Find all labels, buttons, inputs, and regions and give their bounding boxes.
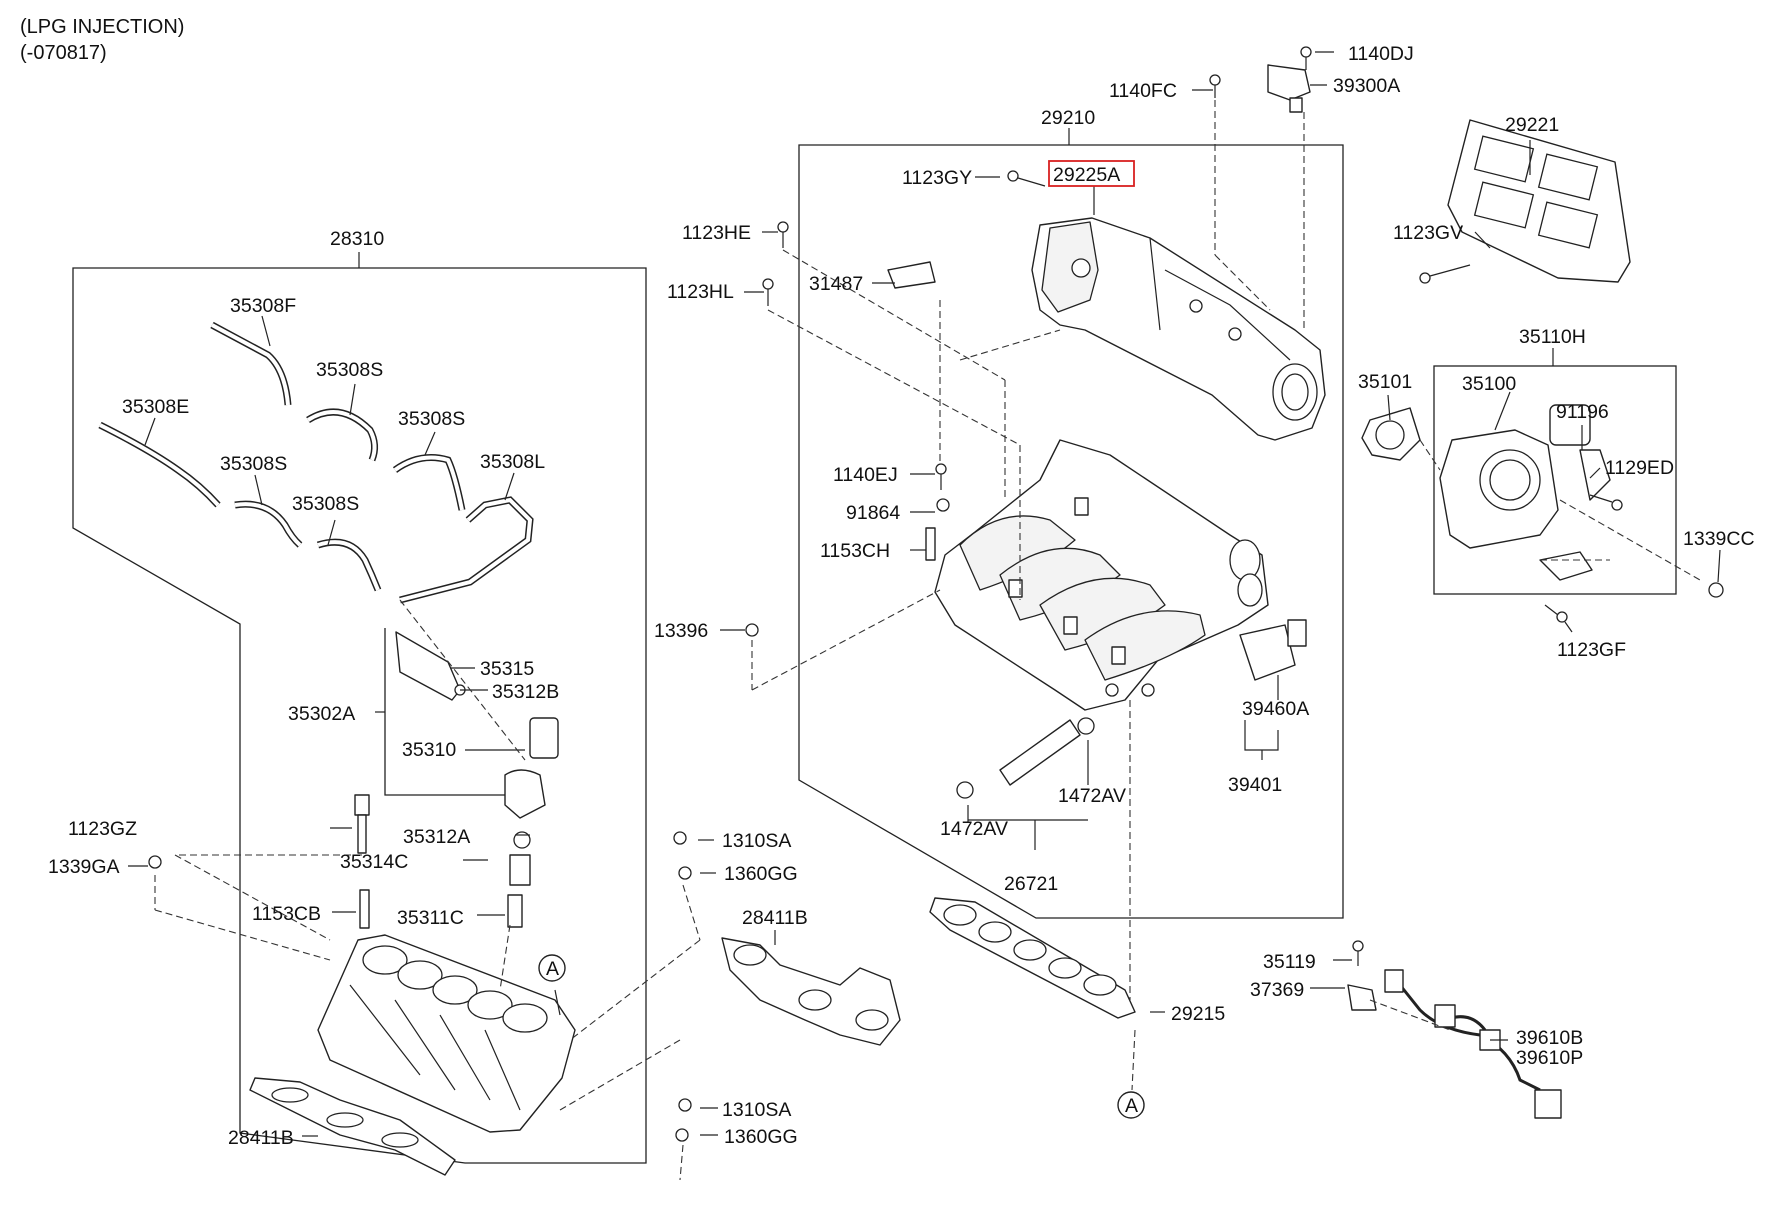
callout-39610b[interactable]: 39610B (1516, 1027, 1583, 1049)
callout-35308e[interactable]: 35308E (122, 396, 189, 418)
bracket-37369 (1347, 984, 1377, 1011)
callout-1140fc[interactable]: 1140FC (1109, 80, 1177, 102)
callout-29225a[interactable]: 29225A (1053, 164, 1120, 186)
gasket-35101 (1361, 407, 1421, 461)
callout-91864[interactable]: 91864 (846, 502, 900, 524)
intake-manifold (934, 439, 1269, 711)
callout-1310sa-lower[interactable]: 1310SA (722, 1099, 791, 1121)
callout-35101[interactable]: 35101 (1358, 371, 1412, 393)
group-box-35302a (375, 628, 522, 796)
callout-13396[interactable]: 13396 (654, 620, 708, 642)
group-box-35110h (1433, 348, 1677, 595)
callout-28411b-lower[interactable]: 28411B (228, 1127, 294, 1149)
callout-28310[interactable]: 28310 (330, 228, 384, 250)
callout-39300a[interactable]: 39300A (1333, 75, 1400, 97)
throttle-body (1439, 404, 1611, 581)
callout-labels: 1140DJ 1140FC 39300A 29210 29221 1123GY … (48, 43, 1755, 1149)
callout-1360gg-upper[interactable]: 1360GG (724, 863, 798, 885)
callout-1123hl[interactable]: 1123HL (667, 281, 734, 303)
group-box-29210 (798, 128, 1344, 919)
gasket-29221 (1447, 119, 1631, 283)
callout-35100[interactable]: 35100 (1462, 373, 1516, 395)
callout-37369[interactable]: 37369 (1250, 979, 1304, 1001)
ref-mark-a-left (538, 954, 566, 982)
callout-35308l[interactable]: 35308L (480, 451, 545, 473)
callout-1153ch[interactable]: 1153CH (820, 540, 890, 562)
group-box-28310 (72, 252, 647, 1164)
callout-29221[interactable]: 29221 (1505, 114, 1559, 136)
lower-manifold (317, 934, 576, 1133)
ref-mark-a-right (1117, 1091, 1145, 1119)
callout-1140dj[interactable]: 1140DJ (1348, 43, 1414, 65)
fuel-hoses (98, 321, 534, 604)
highlight-box-29225a (1048, 160, 1135, 187)
callout-1153cb[interactable]: 1153CB (252, 903, 321, 925)
callout-35312a[interactable]: 35312A (403, 826, 470, 848)
leader-lines (128, 51, 1721, 1181)
callout-35308s-2[interactable]: 35308S (398, 408, 465, 430)
ref-mark-a-left-label: A (546, 958, 559, 980)
callout-35312b[interactable]: 35312B (492, 681, 559, 703)
callout-1310sa-upper[interactable]: 1310SA (722, 830, 791, 852)
callout-39401[interactable]: 39401 (1228, 774, 1282, 796)
callout-39460a[interactable]: 39460A (1242, 698, 1309, 720)
callout-35308s-4[interactable]: 35308S (292, 493, 359, 515)
callout-1123gy[interactable]: 1123GY (902, 167, 972, 189)
callout-29210[interactable]: 29210 (1041, 107, 1095, 129)
callout-1129ed[interactable]: 1129ED (1605, 457, 1674, 479)
callout-35310[interactable]: 35310 (402, 739, 456, 761)
sensor-39460a (1239, 619, 1307, 681)
callout-1123gv[interactable]: 1123GV (1393, 222, 1463, 244)
callout-35302a[interactable]: 35302A (288, 703, 355, 725)
callout-1140ej[interactable]: 1140EJ (833, 464, 898, 486)
callout-1339cc[interactable]: 1339CC (1683, 528, 1755, 550)
callout-26721[interactable]: 26721 (1004, 873, 1058, 895)
gasket-29215 (929, 897, 1136, 1019)
callout-35119[interactable]: 35119 (1263, 951, 1316, 973)
callout-35311c[interactable]: 35311C (397, 907, 464, 929)
sensor-39300a (1267, 64, 1311, 113)
callout-35308s-1[interactable]: 35308S (316, 359, 383, 381)
callout-28411b-right[interactable]: 28411B (742, 907, 808, 929)
diagram-title: (LPG INJECTION) (20, 16, 185, 38)
pcv-tube (956, 717, 1095, 799)
gasket-28411b-lower (249, 1077, 456, 1176)
callout-1472av-right[interactable]: 1472AV (1058, 785, 1126, 807)
callout-35314c[interactable]: 35314C (340, 851, 408, 873)
callout-1360gg-lower[interactable]: 1360GG (724, 1126, 798, 1148)
callout-39610p[interactable]: 39610P (1516, 1047, 1583, 1069)
wire-harness (1384, 969, 1562, 1119)
callout-1123gz[interactable]: 1123GZ (68, 818, 137, 840)
callout-1123gf[interactable]: 1123GF (1557, 639, 1626, 661)
gasket-28411b-right (721, 937, 901, 1046)
callout-35110h[interactable]: 35110H (1519, 326, 1586, 348)
callout-91196[interactable]: 91196 (1556, 401, 1609, 423)
callout-1472av-left[interactable]: 1472AV (940, 818, 1008, 840)
callout-29215[interactable]: 29215 (1171, 1003, 1225, 1025)
ref-mark-a-right-label: A (1125, 1095, 1138, 1117)
callout-35315[interactable]: 35315 (480, 658, 534, 680)
callout-1339ga[interactable]: 1339GA (48, 856, 120, 878)
surge-tank (1031, 217, 1326, 441)
callout-1123he[interactable]: 1123HE (682, 222, 751, 244)
callout-31487[interactable]: 31487 (809, 273, 863, 295)
fuel-rail (395, 631, 559, 928)
fasteners (148, 46, 1724, 1142)
diagram-subtitle: (-070817) (20, 42, 107, 64)
callout-35308f[interactable]: 35308F (230, 295, 296, 317)
callout-35308s-3[interactable]: 35308S (220, 453, 287, 475)
